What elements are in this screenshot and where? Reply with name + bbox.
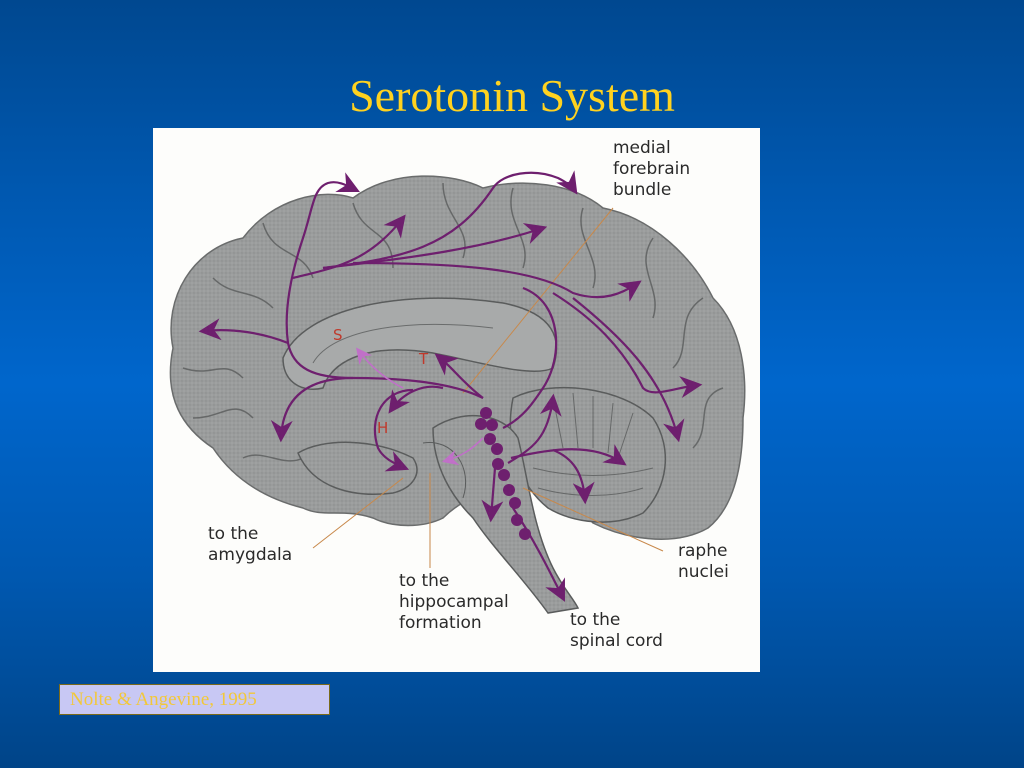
label-hippocampal-formation: to the hippocampal formation <box>399 571 509 633</box>
brain-illustration: S T H <box>169 170 746 614</box>
raphe-nuclei-dots <box>475 407 531 540</box>
marker-h: H <box>377 419 388 437</box>
label-spinal-cord: to the spinal cord <box>570 610 663 651</box>
citation-box: Nolte & Angevine, 1995 <box>59 684 330 715</box>
label-amygdala: to the amygdala <box>208 524 293 565</box>
label-medial-forebrain-bundle: medial forebrain bundle <box>613 138 691 200</box>
marker-t: T <box>418 350 429 368</box>
serotonin-pathways <box>198 170 703 602</box>
leader-lines <box>312 207 664 568</box>
marker-s: S <box>333 326 343 344</box>
brain-diagram: S T H medial forebrain bundle to the amy… <box>153 128 760 672</box>
light-pathways <box>356 347 484 466</box>
slide-title: Serotonin System <box>349 70 675 121</box>
label-raphe-nuclei: raphe nuclei <box>678 541 729 582</box>
